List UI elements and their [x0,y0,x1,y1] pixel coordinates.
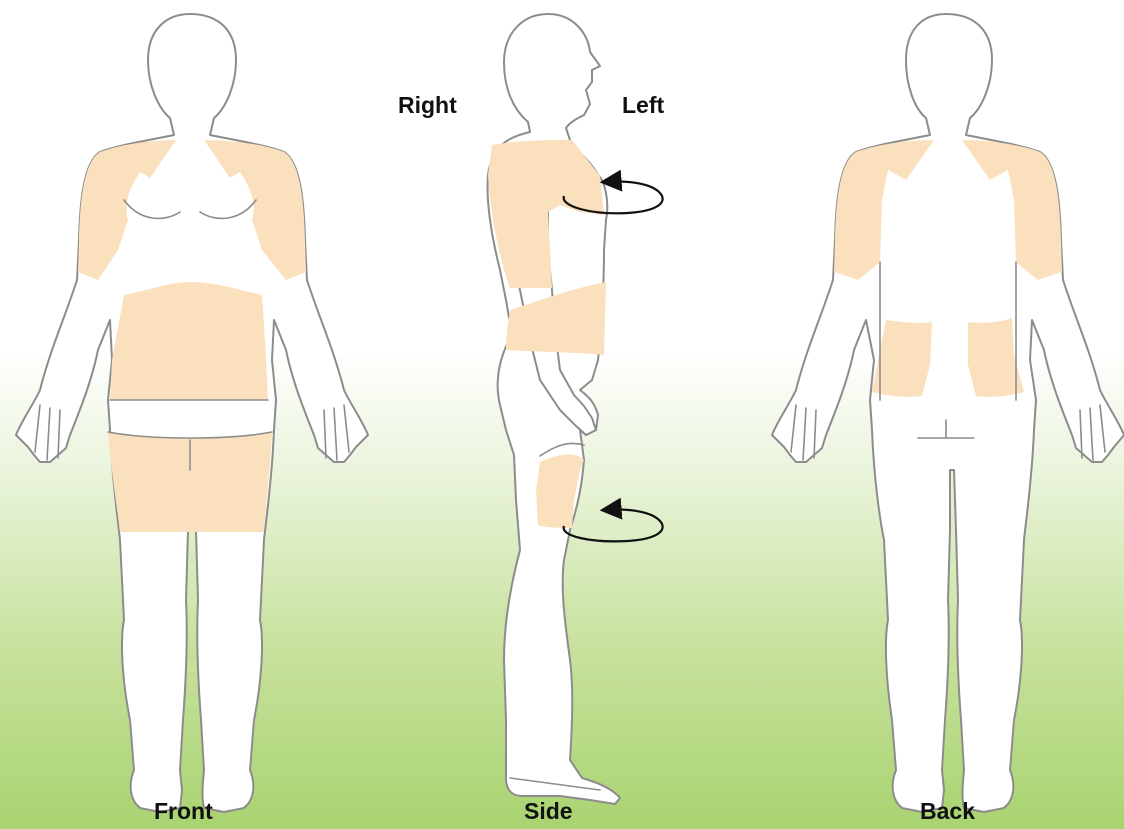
rotation-arrow-icon [564,509,663,541]
back-view-label: Back [920,798,975,825]
front-body-outline [16,14,368,812]
orientation-left-label: Left [622,92,664,119]
orientation-right-label: Right [398,92,457,119]
back-figure [772,14,1124,812]
back-body-outline [772,14,1124,812]
front-view-label: Front [154,798,213,825]
front-abdomen-zone [110,282,268,400]
side-figure [488,14,621,804]
front-figure [16,14,368,812]
side-body-outline [488,14,621,804]
side-view-label: Side [524,798,573,825]
